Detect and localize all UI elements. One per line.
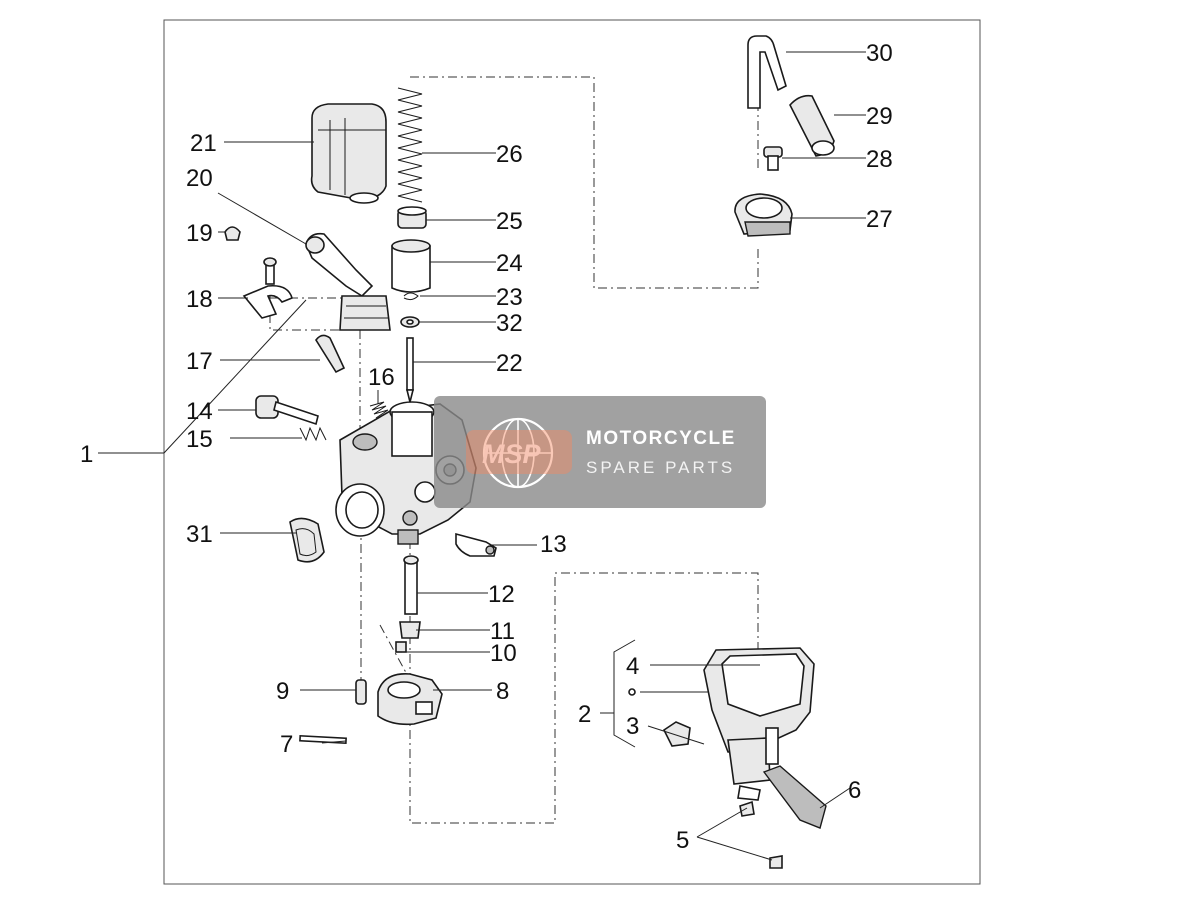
label-26: 26 xyxy=(496,141,523,168)
part-8-float xyxy=(377,673,443,726)
part-31-clamp-ring xyxy=(289,517,325,563)
part-23-clip xyxy=(403,292,419,301)
label-24: 24 xyxy=(496,250,523,277)
part-16-small-spring xyxy=(369,401,389,419)
label-6: 6 xyxy=(848,777,861,804)
part-4-float-bowl xyxy=(703,647,815,801)
leader-lines xyxy=(98,51,866,861)
part-7-pin xyxy=(299,734,347,745)
part-29-sleeve xyxy=(789,94,835,157)
label-31: 31 xyxy=(186,521,213,548)
watermark-box xyxy=(434,396,766,508)
part-11-jet xyxy=(399,621,421,639)
label-1: 1 xyxy=(80,441,93,468)
part-17-screw xyxy=(315,334,346,374)
part-32-washer xyxy=(400,316,420,328)
watermark-logo-text: MSP xyxy=(482,439,542,469)
label-27: 27 xyxy=(866,206,893,233)
part-28-screw xyxy=(763,146,783,171)
diagram-frame xyxy=(163,19,981,885)
watermark-subtitle: SPARE PARTS xyxy=(586,458,735,477)
part-20-elbow-fitting xyxy=(305,232,391,331)
label-18: 18 xyxy=(186,286,213,313)
label-3: 3 xyxy=(626,713,639,740)
part-3-drain-screw xyxy=(662,721,691,747)
label-30: 30 xyxy=(866,40,893,67)
label-4: 4 xyxy=(626,653,639,680)
part-18-bracket xyxy=(242,257,293,319)
label-28: 28 xyxy=(866,146,893,173)
part-22-needle xyxy=(405,337,415,403)
part-12-jet-tube xyxy=(403,555,419,615)
watermark-logo-badge xyxy=(466,430,572,474)
label-19: 19 xyxy=(186,220,213,247)
label-25: 25 xyxy=(496,208,523,235)
watermark-title: MOTORCYCLE xyxy=(586,428,736,449)
part-10-pilot-jet xyxy=(395,641,407,653)
label-23: 23 xyxy=(496,284,523,311)
part-5-screws xyxy=(739,800,783,869)
label-8: 8 xyxy=(496,678,509,705)
part-19-screw xyxy=(224,226,241,241)
label-20: 20 xyxy=(186,165,213,192)
part-21-cover xyxy=(310,103,387,204)
part-30-bent-tube xyxy=(747,35,787,109)
label-16: 16 xyxy=(368,364,395,391)
part-6-hose xyxy=(762,765,827,829)
part-25-spring-seat xyxy=(397,206,427,229)
part-24-throttle-valve xyxy=(391,239,431,293)
label-10: 10 xyxy=(490,640,517,667)
label-21: 21 xyxy=(190,130,217,157)
label-12: 12 xyxy=(488,581,515,608)
part-27-cap xyxy=(734,193,793,237)
part-26-spring xyxy=(397,87,423,203)
label-9: 9 xyxy=(276,678,289,705)
group-2-bracket xyxy=(613,639,636,748)
label-15: 15 xyxy=(186,426,213,453)
part-14-idle-screw xyxy=(255,395,319,426)
label-22: 22 xyxy=(496,350,523,377)
part-2-gasket-dot xyxy=(628,688,636,696)
part-13-fitting xyxy=(455,532,497,557)
label-2: 2 xyxy=(578,701,591,728)
label-5: 5 xyxy=(676,827,689,854)
label-11: 11 xyxy=(490,618,515,645)
label-32: 32 xyxy=(496,310,523,337)
label-13: 13 xyxy=(540,531,567,558)
label-17: 17 xyxy=(186,348,213,375)
part-number-labels: 1 2 3 4 5 6 7 8 9 10 11 12 13 14 15 16 1… xyxy=(80,40,893,854)
watermark: MSP MOTORCYCLE SPARE PARTS xyxy=(434,396,766,508)
label-7: 7 xyxy=(280,731,293,758)
label-14: 14 xyxy=(186,398,213,425)
label-29: 29 xyxy=(866,103,893,130)
part-9-float-needle xyxy=(355,679,367,705)
part-15-spring xyxy=(299,426,327,442)
